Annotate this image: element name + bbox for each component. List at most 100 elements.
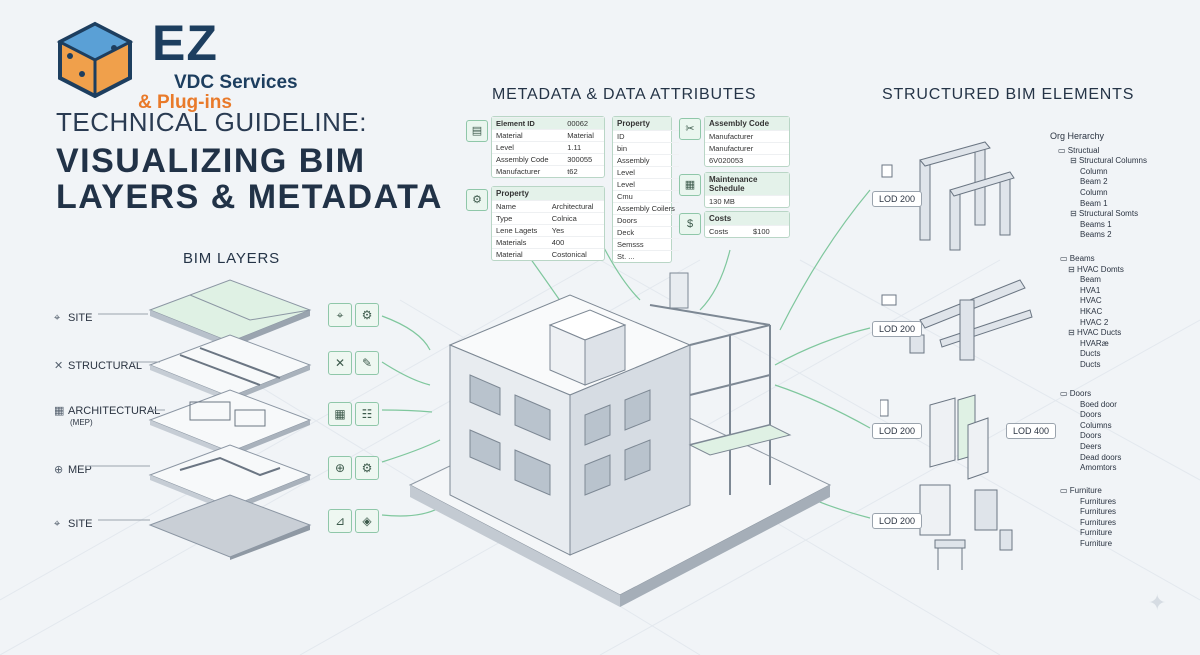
card-row: Level (613, 166, 679, 179)
card-row: St. ... (613, 250, 679, 262)
card-key: Level (492, 141, 564, 154)
card-value: 300055 (563, 153, 604, 166)
heading-structured-elements: STRUCTURED BIM ELEMENTS (882, 86, 1135, 103)
building-icon[interactable]: ▦ (328, 402, 352, 426)
card-row: ID (613, 130, 679, 143)
card-row: Deck (613, 226, 679, 239)
logo-mark: EZ (152, 15, 218, 71)
layer-stack-illustration (148, 279, 312, 560)
wrench-icon[interactable]: ✕ (328, 351, 352, 375)
people-icon[interactable]: ☷ (355, 402, 379, 426)
company-logo: EZ VDC Services & Plug-ins (52, 10, 298, 113)
map-pin-icon: ⌖ (54, 312, 61, 324)
tree-leaf: HVAC 2 (1080, 317, 1109, 327)
gear-icon[interactable]: ⚙ (355, 303, 379, 327)
tree-leaf: Columns (1080, 420, 1112, 430)
tree-group: HVAC Domts (1076, 264, 1124, 274)
tree-leaf: Dead doors (1080, 452, 1122, 462)
card-row: Level (613, 178, 679, 191)
tree-leaf: Beams 2 (1080, 230, 1112, 240)
card-row: Semsss (613, 238, 679, 251)
card-row: Assembly Coilers (613, 202, 679, 215)
property-card-list: Property ID bin Assembly Level Level Cmu… (612, 116, 679, 263)
layer-label: SITE (68, 312, 93, 324)
layer-row-structural: ✕STRUCTURAL (54, 356, 142, 374)
card-key: Name (492, 200, 548, 213)
layer-row-mep: ⊕ MEP (54, 460, 92, 478)
card-key: Materials (492, 236, 548, 249)
costs-card: Costs Costs$100 (704, 211, 790, 238)
layer-label: ARCHITECTURAL (68, 405, 161, 417)
tree-leaf: Beam (1080, 275, 1101, 285)
elements-illustration (880, 141, 1033, 570)
card-key: Costs (705, 225, 749, 237)
logo-line1: VDC Services (174, 72, 298, 93)
lod-badge: LOD 200 (872, 191, 923, 207)
hierarchy-tree-structural: Org Herarchy ▭ Structual ⊟ Structural Co… (1050, 131, 1147, 240)
card-row: 6V020053 (705, 154, 789, 166)
building-icon: ▦ (54, 405, 65, 417)
tree-leaf: Ducts (1080, 359, 1101, 369)
card-row: Cmu (613, 190, 679, 203)
sparkle-icon: ✦ (1148, 590, 1167, 615)
tree-leaf: Beam 2 (1080, 177, 1108, 187)
layer-row-site: ⌖ SITE (54, 308, 92, 326)
tree-root: Furniture (1069, 486, 1102, 495)
map-pin-icon: ⌖ (54, 518, 61, 530)
heading-metadata: METADATA & DATA ATTRIBUTES (492, 86, 757, 103)
tree-leaf: Furnitures (1080, 507, 1117, 517)
tree-leaf: Deers (1080, 441, 1102, 451)
pencil-icon[interactable]: ✎ (355, 351, 379, 375)
hierarchy-tree-furniture: ▭ Furniture Furnitures Furnitures Furnit… (1060, 486, 1116, 550)
card-key: Material (492, 129, 564, 142)
crane-icon[interactable]: ⊿ (328, 509, 352, 533)
tree-leaf: Column (1080, 166, 1108, 176)
wrench-icon: ✕ (54, 360, 64, 372)
card-key: Assembly Code (492, 153, 564, 166)
card-key: Manufacturer (492, 165, 564, 177)
calendar-icon[interactable]: ▦ (679, 174, 701, 196)
tree-title: Org Herarchy (1050, 131, 1105, 141)
card-value: Colnica (547, 212, 604, 225)
document-icon[interactable]: ▤ (466, 120, 488, 142)
tree-root: Doors (1069, 389, 1092, 398)
gear-icon[interactable]: ⚙ (466, 189, 488, 211)
card-title: Maintenance Schedule (705, 173, 789, 195)
tree-leaf: Boed door (1080, 399, 1117, 409)
gear-icon[interactable]: ⚙ (355, 456, 379, 480)
layer-label: MEP (68, 464, 92, 476)
layer-row-site-base: ⌖SITE (54, 514, 92, 532)
card-value: Costonical (547, 248, 604, 260)
hierarchy-tree-doors: ▭ Doors Boed door Doors Columns Doors De… (1060, 389, 1121, 474)
folder-icon: ▭ (1060, 486, 1070, 495)
dollar-icon[interactable]: $ (679, 213, 701, 235)
assembly-card: Assembly Code Manufacturer Manufacturer … (704, 116, 790, 167)
card-row: bin (613, 142, 679, 155)
tree-root: Structual (1067, 145, 1100, 155)
card-value: $100 (749, 225, 789, 237)
tree-leaf: HVAC (1080, 296, 1102, 306)
cube-icon[interactable]: ◈ (355, 509, 379, 533)
network-icon[interactable]: ⊕ (328, 456, 352, 480)
tree-leaf: Ducts (1080, 349, 1101, 359)
folder-icon: ▭ (1060, 254, 1070, 263)
tree-leaf: HVARæ (1080, 338, 1109, 348)
tree-leaf: Column (1080, 187, 1108, 197)
title-line2: LAYERS & METADATA (56, 178, 443, 216)
network-icon: ⊕ (54, 464, 64, 476)
card-key: Lene Lagets (492, 224, 548, 237)
lod-badge: LOD 200 (872, 513, 923, 529)
card-row: 130 MB (705, 195, 789, 207)
layer-row-architectural: ▦ARCHITECTURAL(MEP) (54, 404, 160, 427)
tree-leaf: HKAC (1080, 306, 1103, 316)
map-pin-icon[interactable]: ⌖ (328, 303, 352, 327)
tree-leaf: Furniture (1080, 538, 1113, 548)
logo-cube-icon (56, 21, 134, 98)
assembly-icon[interactable]: ✂ (679, 118, 701, 140)
lod-badge: LOD 400 (1006, 423, 1057, 439)
tree-leaf: Furnitures (1080, 517, 1117, 527)
title-line1: VISUALIZING BIM (56, 142, 366, 180)
card-row: Doors (613, 214, 679, 227)
folder-icon: ▭ (1060, 389, 1070, 398)
